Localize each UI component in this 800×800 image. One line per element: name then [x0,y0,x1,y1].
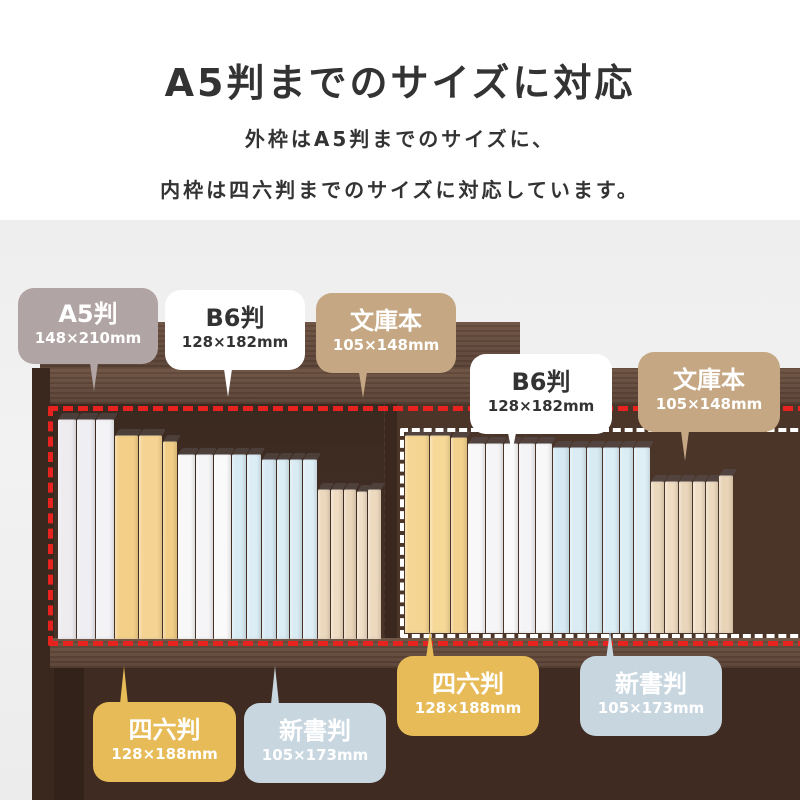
subtitle-outer-frame: 外枠はA5判までのサイズに、 [244,127,556,151]
subtitle-inner-frame: 内枠は四六判までのサイズに対応しています。 [160,178,640,202]
label-bunko-outer-name: 文庫本 [350,307,422,335]
book-a5 [96,419,114,639]
label-a5: A5判 148×210mm [18,288,158,364]
label-b6-inner-pointer [508,433,516,453]
book-shiroku [139,435,162,639]
book-shinsho [570,447,586,633]
label-bunko-outer: 文庫本 105×148mm [316,293,456,373]
inner-books [405,433,733,633]
label-bunko-inner-name: 文庫本 [673,366,745,394]
label-shiroku-inner-pointer [426,630,434,658]
book-bunko [679,481,692,633]
book-shinsho [587,447,602,633]
book-bunko [719,475,733,633]
book-b6 [196,454,213,639]
label-bunko-outer-dimensions: 105×148mm [332,336,440,354]
book-shiroku [451,437,467,633]
book-b6 [504,443,518,633]
label-b6-inner-dimensions: 128×182mm [487,397,595,415]
label-shinsho-outer-name: 新書判 [279,717,351,745]
label-shiroku-inner-dimensions: 128×188mm [414,699,522,717]
label-shiroku-outer-name: 四六判 [128,716,201,744]
book-shiroku [430,435,450,633]
label-shiroku-outer-pointer [120,666,128,704]
inner-frame-outline [400,428,800,638]
book-shinsho [553,447,569,633]
outer-books [58,415,381,639]
book-shinsho [634,447,650,633]
book-b6 [486,443,503,633]
book-bunko [368,489,381,639]
book-shinsho [290,459,302,639]
book-shinsho [303,459,317,639]
label-shinsho-inner-pointer [606,630,614,660]
label-bunko-outer-pointer [359,372,367,398]
lower-left-divider [54,668,84,800]
label-bunko-inner: 文庫本 105×148mm [638,352,780,432]
book-shinsho [247,454,261,639]
book-a5 [77,419,95,639]
book-shiroku [115,435,138,639]
book-a5 [58,419,76,639]
label-b6-inner: B6判 128×182mm [470,354,612,434]
page-title: A5判までのサイズに対応 [164,61,636,105]
book-bunko [331,489,343,639]
book-bunko [344,489,356,639]
label-shinsho-inner-name: 新書判 [615,670,687,698]
label-shinsho-inner-dimensions: 105×173mm [597,699,705,717]
book-bunko [357,491,367,639]
book-b6 [178,454,195,639]
label-a5-dimensions: 148×210mm [34,329,142,347]
book-b6 [536,443,552,633]
label-shiroku-outer: 四六判 128×188mm [93,702,236,782]
book-b6 [468,443,485,633]
label-a5-pointer [90,363,98,391]
label-a5-name: A5判 [58,300,118,328]
label-b6-outer: B6判 128×182mm [165,290,305,370]
book-shinsho [262,459,276,639]
book-shiroku [405,435,429,633]
book-b6 [519,443,535,633]
label-shinsho-outer-pointer [271,666,279,704]
label-shiroku-inner-name: 四六判 [432,670,504,698]
book-shinsho [232,454,246,639]
book-shinsho [620,447,633,633]
book-bunko [706,481,718,633]
book-bunko [693,481,705,633]
product-photo: A5判 148×210mm B6判 128×182mm 文庫本 105×148m… [0,220,800,800]
book-bunko [651,481,664,633]
book-bunko [665,481,678,633]
book-bunko [318,489,330,639]
label-bunko-inner-pointer [681,431,689,461]
book-shinsho [603,447,619,633]
label-b6-outer-pointer [224,369,232,397]
label-bunko-inner-dimensions: 105×148mm [655,395,763,413]
label-shiroku-inner: 四六判 128×188mm [397,656,539,736]
book-shiroku [163,441,177,639]
label-b6-outer-dimensions: 128×182mm [181,333,289,351]
label-shinsho-outer: 新書判 105×173mm [244,703,386,783]
label-b6-inner-name: B6判 [511,368,571,396]
label-shiroku-outer-dimensions: 128×188mm [111,745,218,763]
label-b6-outer-name: B6判 [205,304,265,332]
outer-frame-outline [48,406,800,646]
label-shinsho-inner: 新書判 105×173mm [580,656,722,736]
label-shinsho-outer-dimensions: 105×173mm [261,746,369,764]
header: A5判までのサイズに対応 外枠はA5判までのサイズに、 内枠は四六判までのサイズ… [0,0,800,220]
book-b6 [214,454,231,639]
book-shinsho [277,459,289,639]
